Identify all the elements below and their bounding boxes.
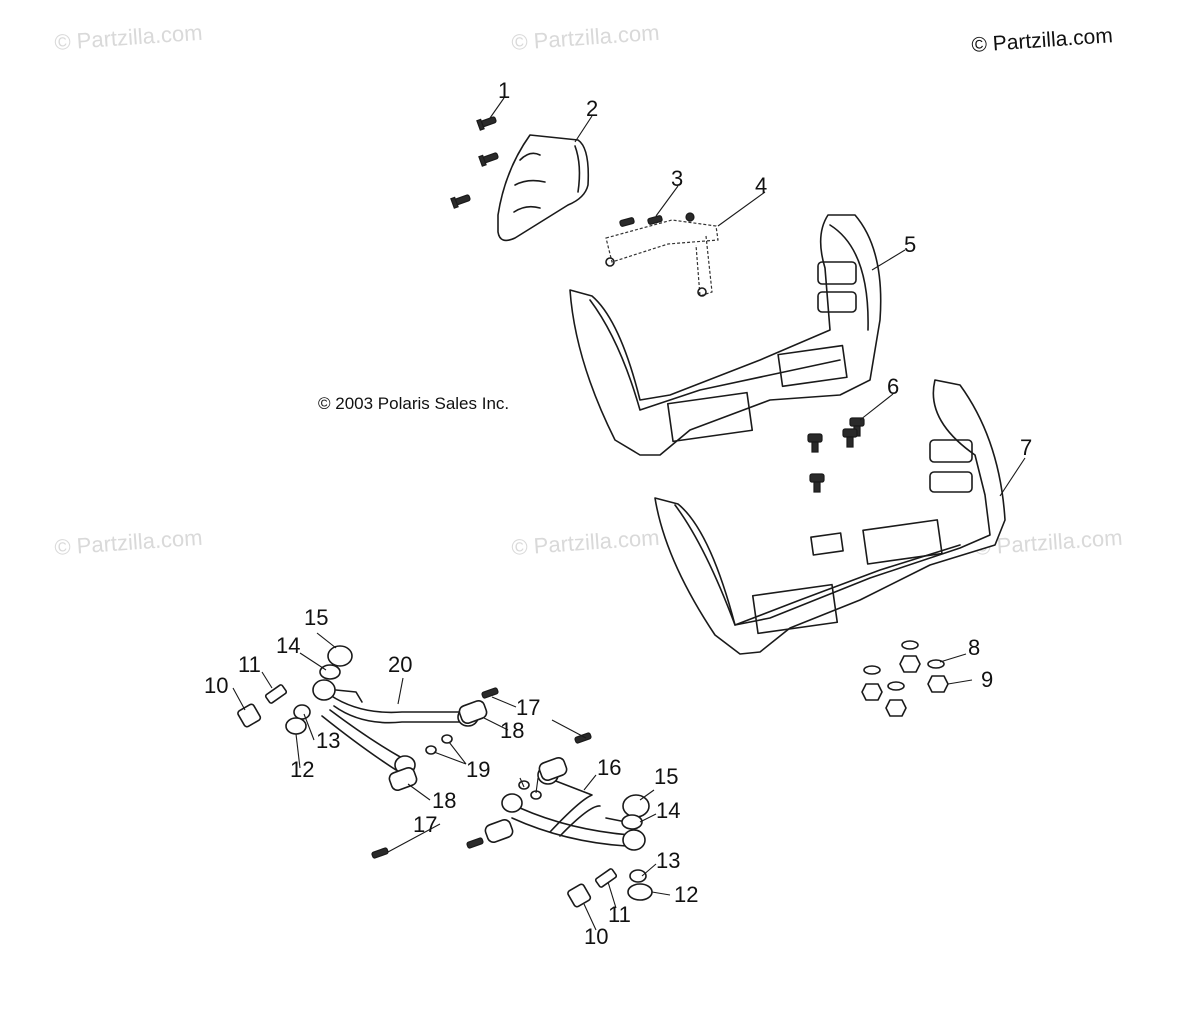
callout-2: 2 xyxy=(586,96,598,121)
part-ball-joint-right xyxy=(567,794,653,908)
callout-17-lower: 17 xyxy=(413,812,437,837)
callout-1: 1 xyxy=(498,78,510,103)
callout-11-upper: 11 xyxy=(238,652,261,677)
callout-7: 7 xyxy=(1020,435,1032,460)
part-footwell-7 xyxy=(654,379,1006,655)
part-screws-3 xyxy=(619,212,695,227)
part-bolts-6 xyxy=(807,417,865,493)
callout-12-upper: 12 xyxy=(290,757,314,782)
part-bolts-17 xyxy=(371,687,592,859)
watermark-mid-left: © Partzilla.com xyxy=(54,525,204,560)
part-upper-a-arm-20 xyxy=(312,679,479,775)
callout-17-upper: 17 xyxy=(516,695,540,720)
part-washers-nuts-8-9 xyxy=(861,640,949,717)
part-ball-joint-left xyxy=(237,645,353,735)
callout-5: 5 xyxy=(904,232,916,257)
watermark-mid-center: © Partzilla.com xyxy=(511,525,661,560)
callout-16: 16 xyxy=(597,755,621,780)
watermark-top-center: © Partzilla.com xyxy=(511,20,661,55)
callout-18-lower: 18 xyxy=(432,788,456,813)
callout-15-lower: 15 xyxy=(654,764,678,789)
leader-lines xyxy=(232,97,1026,931)
part-bushings-18 xyxy=(388,699,568,844)
callouts: 1 2 3 4 5 6 7 8 9 10 11 12 13 14 15 16 1… xyxy=(204,78,1032,949)
part-guard-panel-2 xyxy=(497,134,590,242)
callout-4: 4 xyxy=(755,173,767,198)
callout-13-upper: 13 xyxy=(316,728,340,753)
brand-copyright: © Partzilla.com xyxy=(971,24,1114,57)
callout-15-upper: 15 xyxy=(304,605,328,630)
part-bracket-4 xyxy=(605,219,719,297)
diagram-copyright: © 2003 Polaris Sales Inc. xyxy=(318,394,509,413)
callout-14-lower: 14 xyxy=(656,798,680,823)
callout-13-lower: 13 xyxy=(656,848,680,873)
watermarks: © Partzilla.com © Partzilla.com © Partzi… xyxy=(54,20,1124,560)
callout-10-lower: 10 xyxy=(584,924,608,949)
part-screws-1 xyxy=(450,116,499,209)
callout-11-lower: 11 xyxy=(608,902,631,927)
part-footwell-5 xyxy=(569,214,882,456)
callout-9: 9 xyxy=(981,667,993,692)
callout-10-upper: 10 xyxy=(204,673,228,698)
callout-19: 19 xyxy=(466,757,490,782)
callout-8: 8 xyxy=(968,635,980,660)
callout-12-lower: 12 xyxy=(674,882,698,907)
callout-14-upper: 14 xyxy=(276,633,300,658)
watermark-top-left: © Partzilla.com xyxy=(54,20,204,55)
callout-20: 20 xyxy=(388,652,412,677)
callout-3: 3 xyxy=(671,166,683,191)
callout-6: 6 xyxy=(887,374,899,399)
callout-18-upper: 18 xyxy=(500,718,524,743)
